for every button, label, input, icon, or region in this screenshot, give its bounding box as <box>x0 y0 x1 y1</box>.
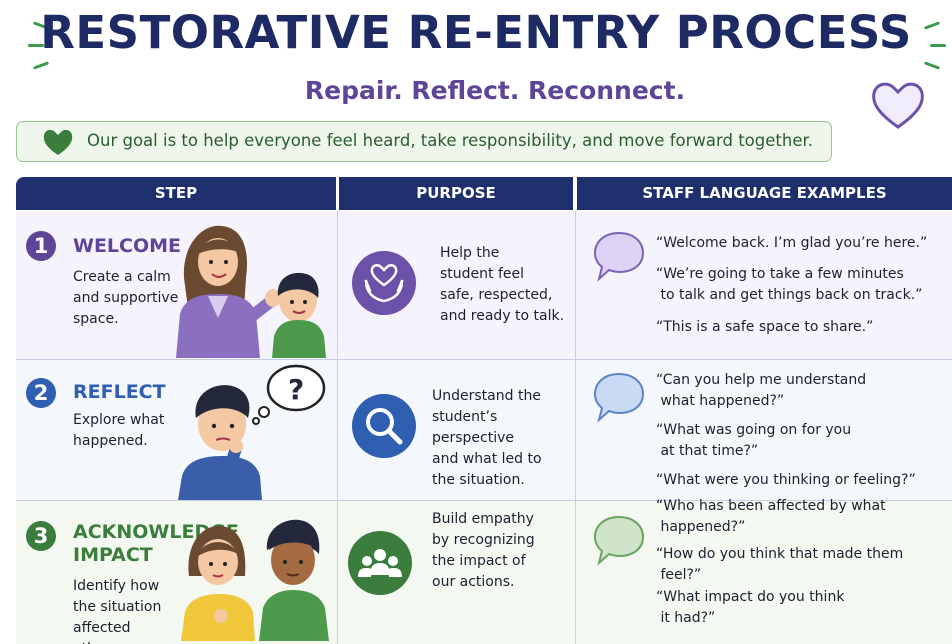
step-description: Explore what happened. <box>73 412 165 449</box>
purpose-cell: Help the student feel safe, respected, a… <box>338 211 576 359</box>
quote: “What were you thinking or feeling?” <box>656 472 916 488</box>
staff-language-cell: “Can you help me understand what happene… <box>576 360 952 500</box>
thinking-student-illustration: ? <box>178 364 326 500</box>
step-number-badge: 2 <box>26 378 56 408</box>
quote: “This is a safe space to share.” <box>656 319 874 335</box>
column-header-step: STEP <box>16 177 336 210</box>
staff-language-cell: “Welcome back. I’m glad you’re here.” “W… <box>576 211 952 359</box>
goal-banner: Our goal is to help everyone feel heard,… <box>16 121 832 162</box>
step-number-badge: 3 <box>26 521 56 551</box>
process-table: STEP PURPOSE STAFF LANGUAGE EXAMPLES 1 W… <box>16 177 952 644</box>
title-dash-left-3 <box>32 61 50 70</box>
heart-icon <box>43 129 73 155</box>
speech-bubble-icon <box>593 231 645 282</box>
speech-bubble-icon <box>593 372 645 423</box>
step-description: Create a calm and supportive space. <box>73 269 179 327</box>
table-row-reflect: 2 REFLECT Explore what happened. ? <box>16 360 952 500</box>
heart-icon <box>872 82 924 129</box>
table-row-welcome: 1 WELCOME Create a calm and supportive s… <box>16 211 952 359</box>
title-dash-right-3 <box>923 61 941 70</box>
step-number-badge: 1 <box>26 231 56 261</box>
row-divider <box>16 500 952 501</box>
purpose-text: Understand the student’s perspective and… <box>432 388 542 488</box>
two-students-illustration <box>181 519 329 641</box>
purpose-cell: Understand the student’s perspective and… <box>338 360 576 500</box>
teacher-and-student-illustration <box>176 225 326 358</box>
page-title: RESTORATIVE RE-ENTRY PROCESS <box>40 6 912 59</box>
column-header-purpose: PURPOSE <box>339 177 573 210</box>
quote: “We’re going to take a few minutes to ta… <box>656 266 923 303</box>
step-title: REFLECT <box>73 381 166 403</box>
title-dash-left-2 <box>28 44 44 47</box>
table-row-acknowledge-impact: 3 ACKNOWLEDGE IMPACT Identify how the si… <box>16 498 952 644</box>
quote: “What impact do you think it had?” <box>656 589 845 626</box>
quote: “How do you think that made them feel?” <box>656 546 904 583</box>
column-header-staff-language: STAFF LANGUAGE EXAMPLES <box>577 177 952 210</box>
page-subtitle: Repair. Reflect. Reconnect. <box>304 76 686 105</box>
heart-hands-icon <box>352 251 416 315</box>
svg-text:?: ? <box>288 373 304 406</box>
title-dash-right-2 <box>930 44 946 47</box>
staff-language-cell: “Who has been affected by what happened?… <box>576 498 952 644</box>
magnifier-icon <box>352 394 416 458</box>
group-icon <box>348 531 412 595</box>
goal-text: Our goal is to help everyone feel heard,… <box>87 131 813 150</box>
quote: “Who has been affected by what happened?… <box>656 498 886 535</box>
quote: “Welcome back. I’m glad you’re here.” <box>656 235 928 251</box>
quote: “Can you help me understand what happene… <box>656 372 867 409</box>
step-cell: 3 ACKNOWLEDGE IMPACT Identify how the si… <box>16 501 338 644</box>
quote: “What was going on for you at that time?… <box>656 422 852 459</box>
speech-bubble-icon <box>593 515 645 566</box>
step-title: WELCOME <box>73 235 182 257</box>
purpose-cell: Build empathy by recognizing the impact … <box>338 501 576 644</box>
step-cell: 2 REFLECT Explore what happened. ? <box>16 360 338 500</box>
row-divider <box>16 359 952 360</box>
step-description: Identify how the situation affected othe… <box>73 578 162 644</box>
step-cell: 1 WELCOME Create a calm and supportive s… <box>16 211 338 359</box>
purpose-text: Help the student feel safe, respected, a… <box>440 245 565 324</box>
purpose-text: Build empathy by recognizing the impact … <box>432 511 535 590</box>
